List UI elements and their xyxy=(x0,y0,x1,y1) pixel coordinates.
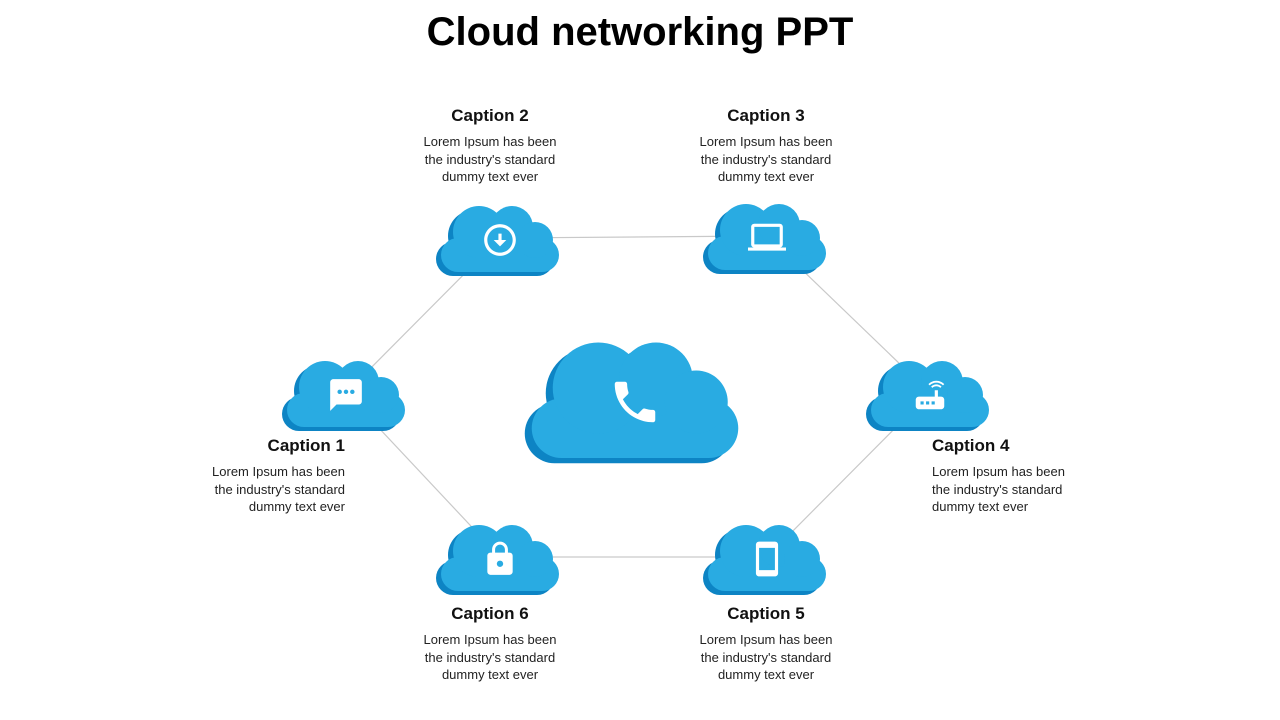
caption-body: Lorem Ipsum has been the industry's stan… xyxy=(212,464,345,515)
caption-title: Caption 2 xyxy=(451,106,529,125)
caption-title: Caption 4 xyxy=(932,436,1010,455)
cloud-center-phone xyxy=(521,332,749,465)
caption-body: Lorem Ipsum has been the industry's stan… xyxy=(932,464,1065,515)
phone-icon xyxy=(608,375,662,429)
caption-body: Lorem Ipsum has been the industry's stan… xyxy=(699,632,833,683)
page-title: Cloud networking PPT xyxy=(426,10,854,54)
caption-block-1: Caption 1 Lorem Ipsum has been the indus… xyxy=(195,436,345,516)
caption-body: Lorem Ipsum has been the industry's stan… xyxy=(423,632,557,683)
chat-icon xyxy=(327,376,365,414)
download-icon xyxy=(481,221,519,259)
caption-title: Caption 3 xyxy=(727,106,805,125)
cloud-chat xyxy=(280,355,412,431)
cloud-laptop xyxy=(701,198,833,274)
caption-block-6: Caption 6 Lorem Ipsum has been the indus… xyxy=(415,604,565,684)
caption-block-4: Caption 4 Lorem Ipsum has been the indus… xyxy=(932,436,1082,516)
cloud-router xyxy=(864,355,996,431)
smartphone-icon xyxy=(748,540,786,578)
lock-icon xyxy=(481,540,519,578)
cloud-lock xyxy=(434,519,566,595)
caption-title: Caption 6 xyxy=(451,604,529,623)
caption-title: Caption 1 xyxy=(267,436,345,455)
cloud-shape xyxy=(866,361,989,431)
router-icon xyxy=(911,376,949,414)
cloud-shape xyxy=(524,342,739,464)
cloud-smartphone xyxy=(701,519,833,595)
laptop-icon xyxy=(748,219,786,257)
caption-body: Lorem Ipsum has been the industry's stan… xyxy=(423,134,557,185)
caption-block-2: Caption 2 Lorem Ipsum has been the indus… xyxy=(415,106,565,186)
caption-block-3: Caption 3 Lorem Ipsum has been the indus… xyxy=(691,106,841,186)
cloud-shape xyxy=(436,525,559,595)
caption-block-5: Caption 5 Lorem Ipsum has been the indus… xyxy=(691,604,841,684)
cloud-download xyxy=(434,200,566,276)
caption-title: Caption 5 xyxy=(727,604,805,623)
caption-body: Lorem Ipsum has been the industry's stan… xyxy=(699,134,833,185)
